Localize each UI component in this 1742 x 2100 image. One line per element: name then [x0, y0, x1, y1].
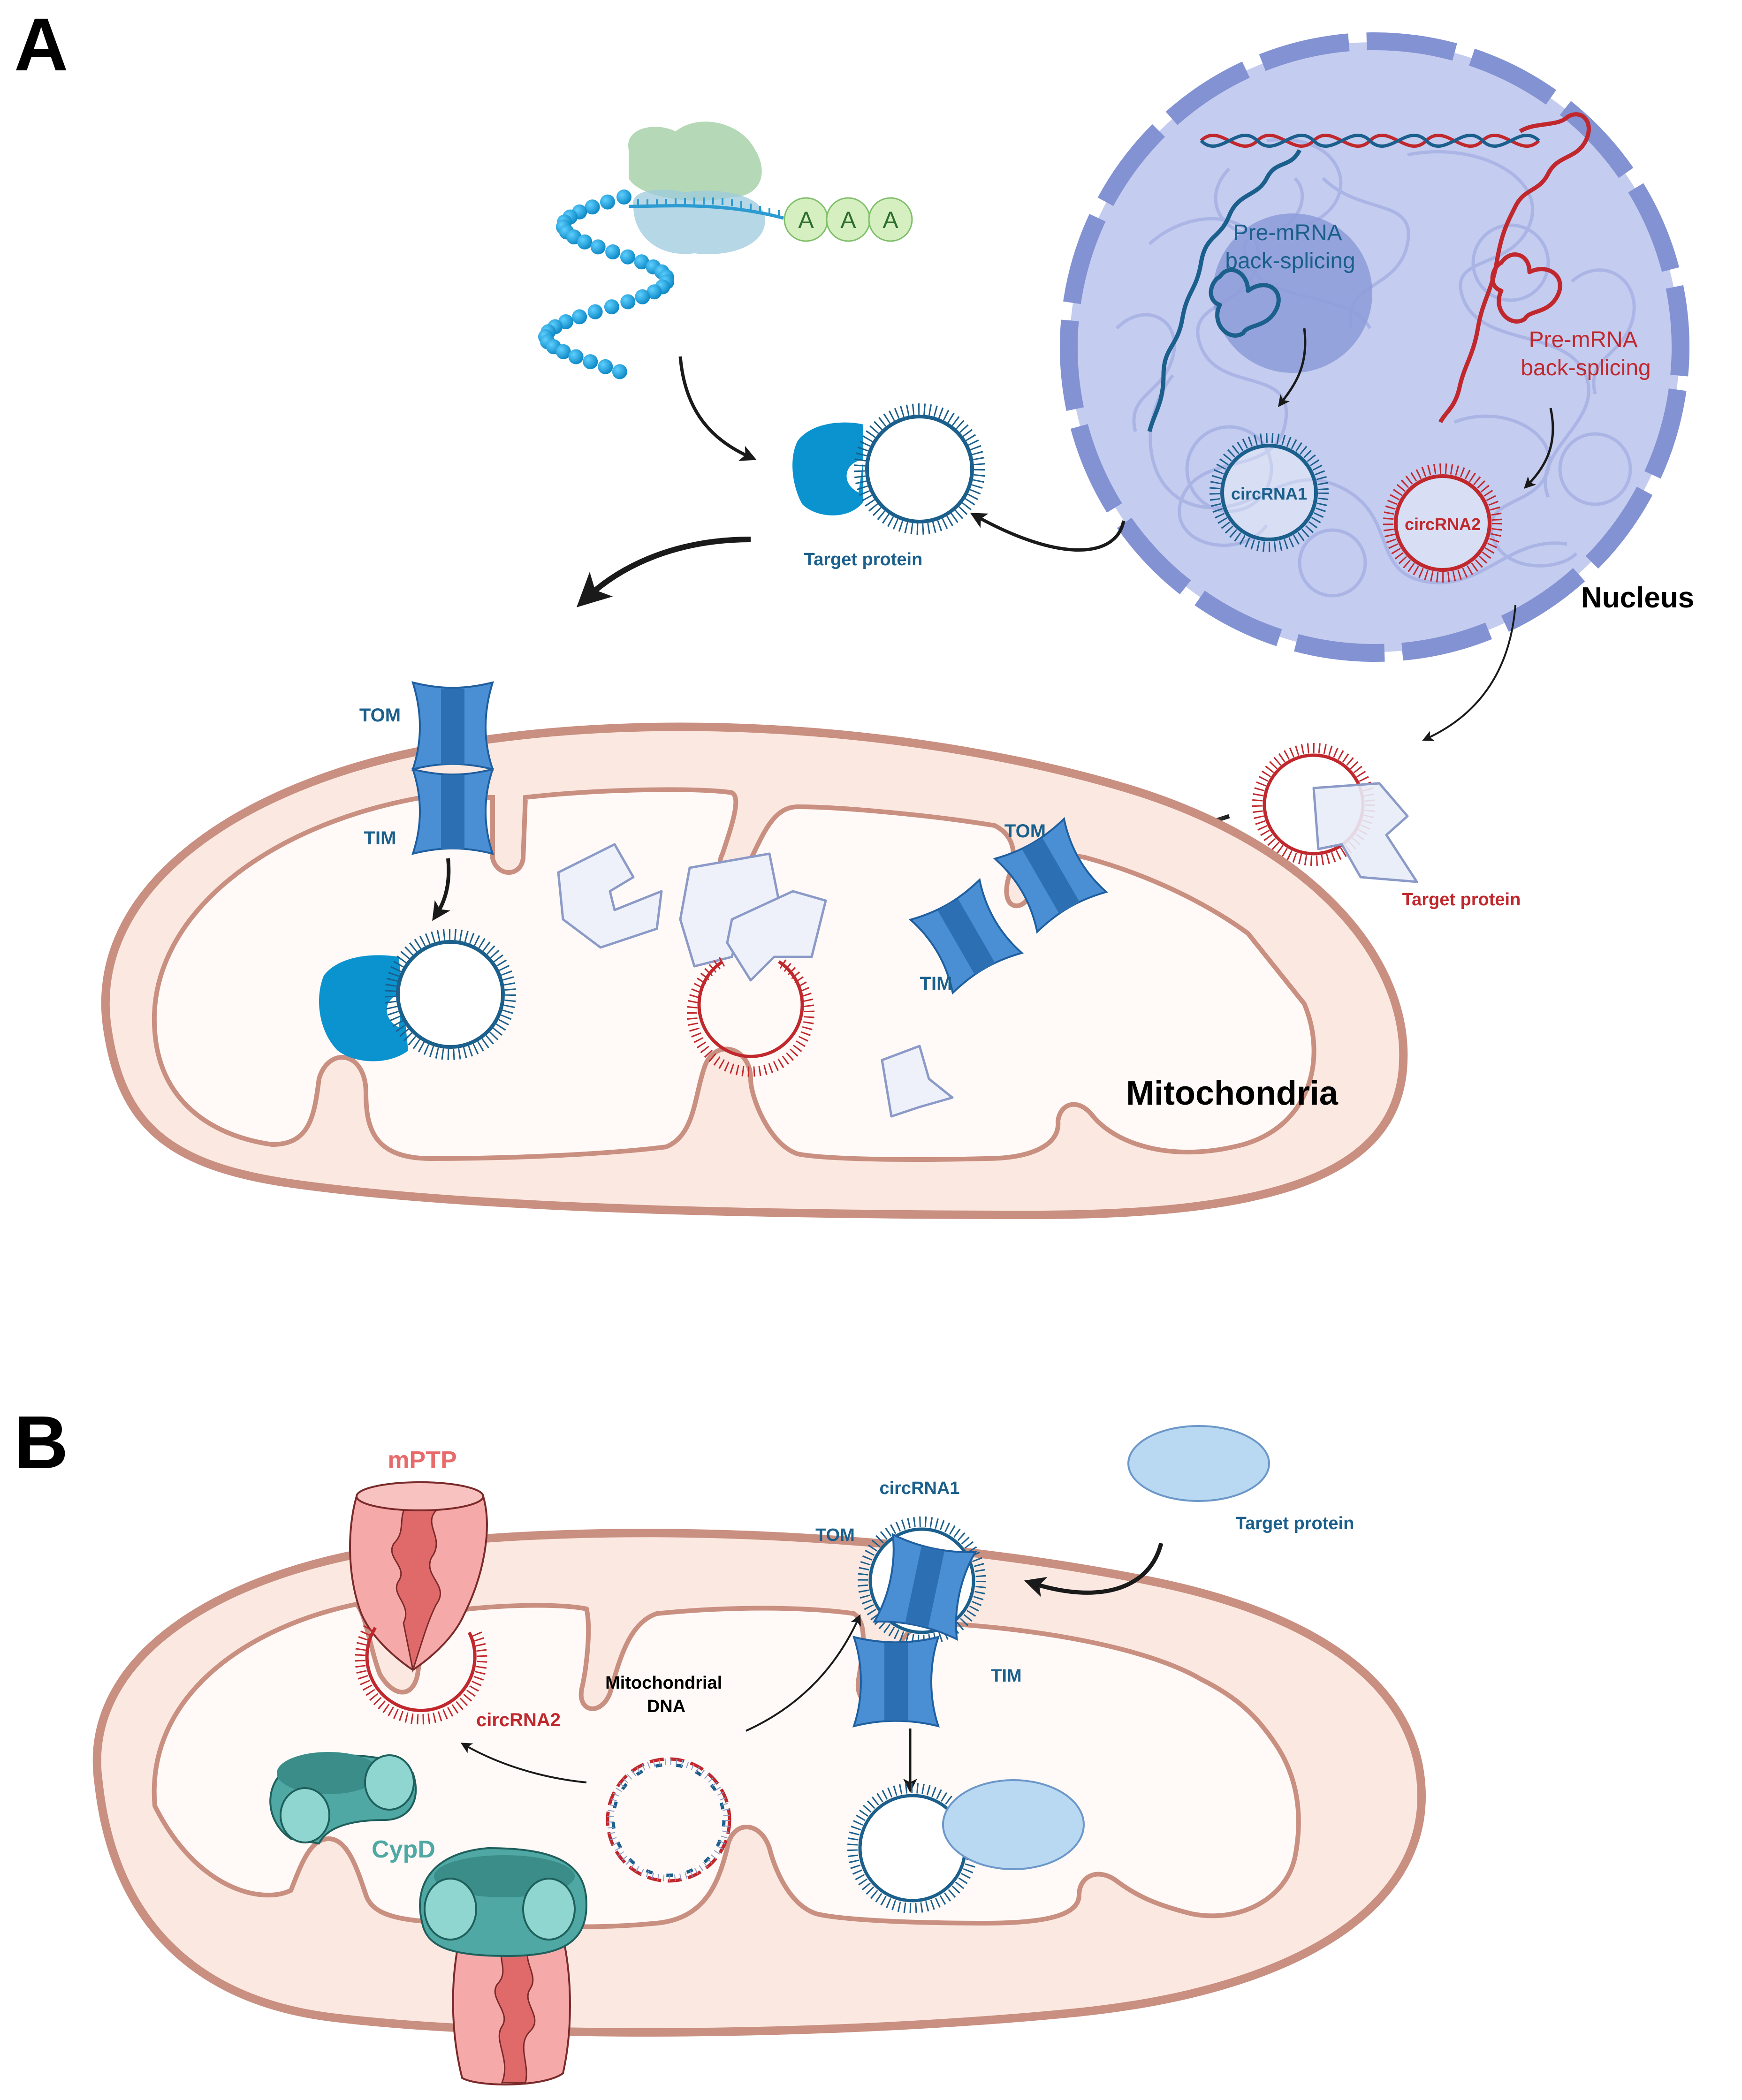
tom-circrna1-complex[interactable]	[858, 1516, 986, 1645]
circrna1-ring	[1210, 433, 1329, 552]
peptide-bead	[647, 284, 662, 300]
target-protein-red-label: Target protein	[1402, 890, 1521, 910]
cypd-protein	[269, 1752, 417, 1845]
circrna2-label: circRNA2	[1405, 515, 1481, 534]
peptide-bead	[635, 289, 650, 304]
peptide-bead	[590, 239, 606, 255]
tom-left-label: TOM	[359, 705, 401, 726]
premrna-blue-label: Pre-mRNA back-splicing	[1225, 220, 1355, 273]
peptide-bead	[605, 244, 621, 259]
chromatin	[1115, 138, 1636, 598]
arrow-import-left	[432, 858, 451, 921]
nuclear-envelope	[1060, 32, 1689, 662]
arrow-backsplice-red	[1523, 408, 1554, 489]
circrna2-b-label: circRNA2	[476, 1710, 561, 1730]
red-premrna-strand	[1438, 112, 1591, 424]
tim-right-label: TIM	[920, 973, 952, 994]
peptide-bead	[612, 364, 627, 379]
peptide-bead	[555, 344, 571, 359]
nucleus-label: Nucleus	[1581, 582, 1694, 614]
circrna2-ring-b	[355, 1625, 487, 1725]
mptp-label: mPTP	[388, 1447, 456, 1474]
target-protein-ellipse	[1127, 1425, 1270, 1502]
peptide-bead	[598, 359, 613, 374]
circrna1-label: circRNA1	[1231, 484, 1307, 503]
polya-a2: A	[840, 207, 856, 233]
tim-left-label: TIM	[364, 828, 396, 849]
tim-channel-left[interactable]	[411, 768, 494, 855]
ribosome-complex	[628, 121, 913, 254]
nucleolus	[1213, 213, 1372, 373]
mitochondrial-dna-ring	[606, 1757, 731, 1883]
tom-b-label: TOM	[815, 1525, 855, 1545]
arrow-backsplice-blue	[1278, 328, 1307, 408]
peptide-bead	[600, 194, 615, 210]
circrna1-b-label: circRNA1	[879, 1478, 959, 1498]
mptp-channel-bottom	[419, 1847, 588, 2085]
tom-right-label: TOM	[1004, 821, 1046, 842]
arrow-target-to-tom	[1024, 1542, 1164, 1597]
imported-blue-complex	[319, 929, 516, 1061]
pale-protein-icon	[1312, 782, 1418, 883]
peptide-bead	[577, 234, 593, 250]
arrow-nucleus-to-red-complex	[1422, 605, 1516, 741]
polya-a3: A	[882, 207, 898, 233]
panel-a-letter: A	[14, 2, 68, 86]
target-protein-b-label: Target protein	[1236, 1514, 1354, 1533]
arrow-translation-to-protein	[678, 356, 757, 461]
peptide-bead	[604, 299, 619, 315]
arrow-to-mitochondria-left	[576, 537, 751, 607]
peptide-bead	[620, 249, 635, 265]
tim-b-label: TIM	[991, 1666, 1021, 1686]
peptide-bead	[587, 304, 603, 319]
target-protein-blue-label: Target protein	[804, 550, 923, 569]
ribosome-icon	[633, 190, 765, 254]
premrna-red-label: Pre-mRNA back-splicing	[1521, 327, 1651, 380]
mtdna-label: Mitochondrial DNA	[605, 1673, 727, 1716]
pale-proteins-a	[557, 843, 954, 1118]
peptide-bead	[616, 190, 631, 205]
peptide-bead	[634, 254, 649, 270]
tim-channel-b[interactable]	[852, 1636, 940, 1728]
peptide-bead	[583, 354, 598, 370]
mptp-channel-top	[349, 1481, 488, 1673]
arrow-mtdna-to-circrna2	[460, 1743, 587, 1783]
circrna2-ring	[1383, 463, 1502, 583]
peptide-bead	[585, 199, 600, 215]
peptide-bead	[620, 294, 636, 310]
dna-helix	[1200, 133, 1540, 148]
peptide-bead	[572, 309, 587, 325]
blue-premrna-strand	[1147, 149, 1302, 432]
target-protein-red	[1252, 743, 1418, 883]
tom-channel-right[interactable]	[993, 817, 1108, 934]
target-protein-blue	[792, 403, 985, 535]
mitochondria-label: Mitochondria	[1126, 1075, 1339, 1112]
panel-b-letter: B	[14, 1400, 68, 1484]
peptide-bead	[568, 349, 584, 364]
arrow-nucleus-to-protein	[970, 513, 1126, 552]
polya-a1: A	[798, 207, 814, 233]
cypd-label: CypD	[372, 1836, 435, 1863]
circrna1-target-complex	[847, 1779, 1085, 1913]
nascent-peptide-chain	[538, 190, 675, 379]
tim-channel-right[interactable]	[908, 878, 1024, 995]
ribosome-icon	[628, 121, 762, 201]
red-circrna-in-mito	[687, 957, 814, 1077]
arrow-mtdna-to-tom	[745, 1614, 861, 1732]
tom-channel-left[interactable]	[411, 681, 494, 771]
